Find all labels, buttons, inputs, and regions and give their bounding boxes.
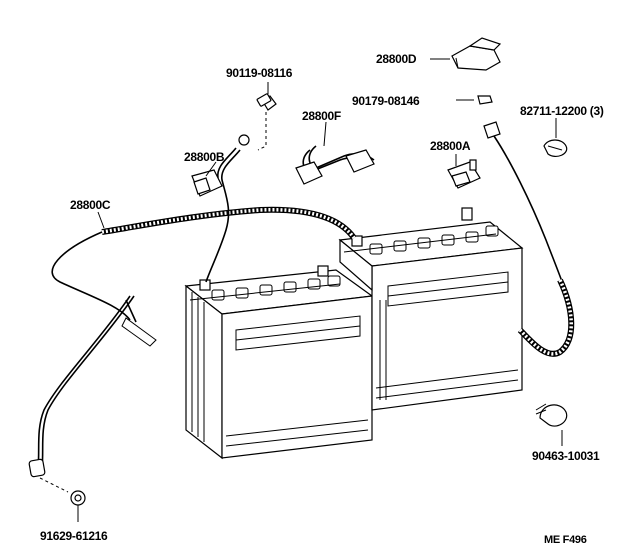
label-90119-08116: 90119-08116 bbox=[226, 66, 293, 80]
cable-clamp-icon bbox=[535, 403, 568, 446]
terminal-clamp-icon bbox=[447, 154, 481, 189]
label-28800f: 28800F bbox=[302, 109, 341, 123]
battery-right-icon bbox=[338, 207, 524, 411]
leader-28800b bbox=[205, 161, 217, 177]
clamp-icon bbox=[543, 118, 568, 158]
leader-28800c bbox=[97, 211, 105, 229]
battery-cable-b-icon bbox=[191, 134, 250, 283]
label-28800a: 28800A bbox=[430, 139, 471, 153]
footer-code: ME F496 bbox=[544, 534, 587, 546]
battery-cable-c-icon bbox=[28, 206, 357, 493]
nut-icon bbox=[456, 95, 493, 105]
battery-cable-right-icon bbox=[483, 121, 575, 357]
label-90463-10031: 90463-10031 bbox=[532, 449, 600, 463]
terminal-cover-icon bbox=[430, 37, 502, 71]
label-91629-61216: 91629-61216 bbox=[40, 529, 108, 543]
label-82711-12200: 82711-12200 (3) bbox=[520, 104, 604, 118]
bolt-icon bbox=[256, 82, 277, 151]
jumper-strap-icon bbox=[295, 121, 375, 185]
label-28800b: 28800B bbox=[184, 150, 225, 164]
label-90179-08146: 90179-08146 bbox=[352, 94, 420, 108]
battery-left-icon bbox=[184, 265, 374, 460]
label-28800c: 28800C bbox=[70, 198, 111, 212]
label-28800d: 28800D bbox=[376, 52, 417, 66]
washer-icon bbox=[70, 490, 86, 522]
